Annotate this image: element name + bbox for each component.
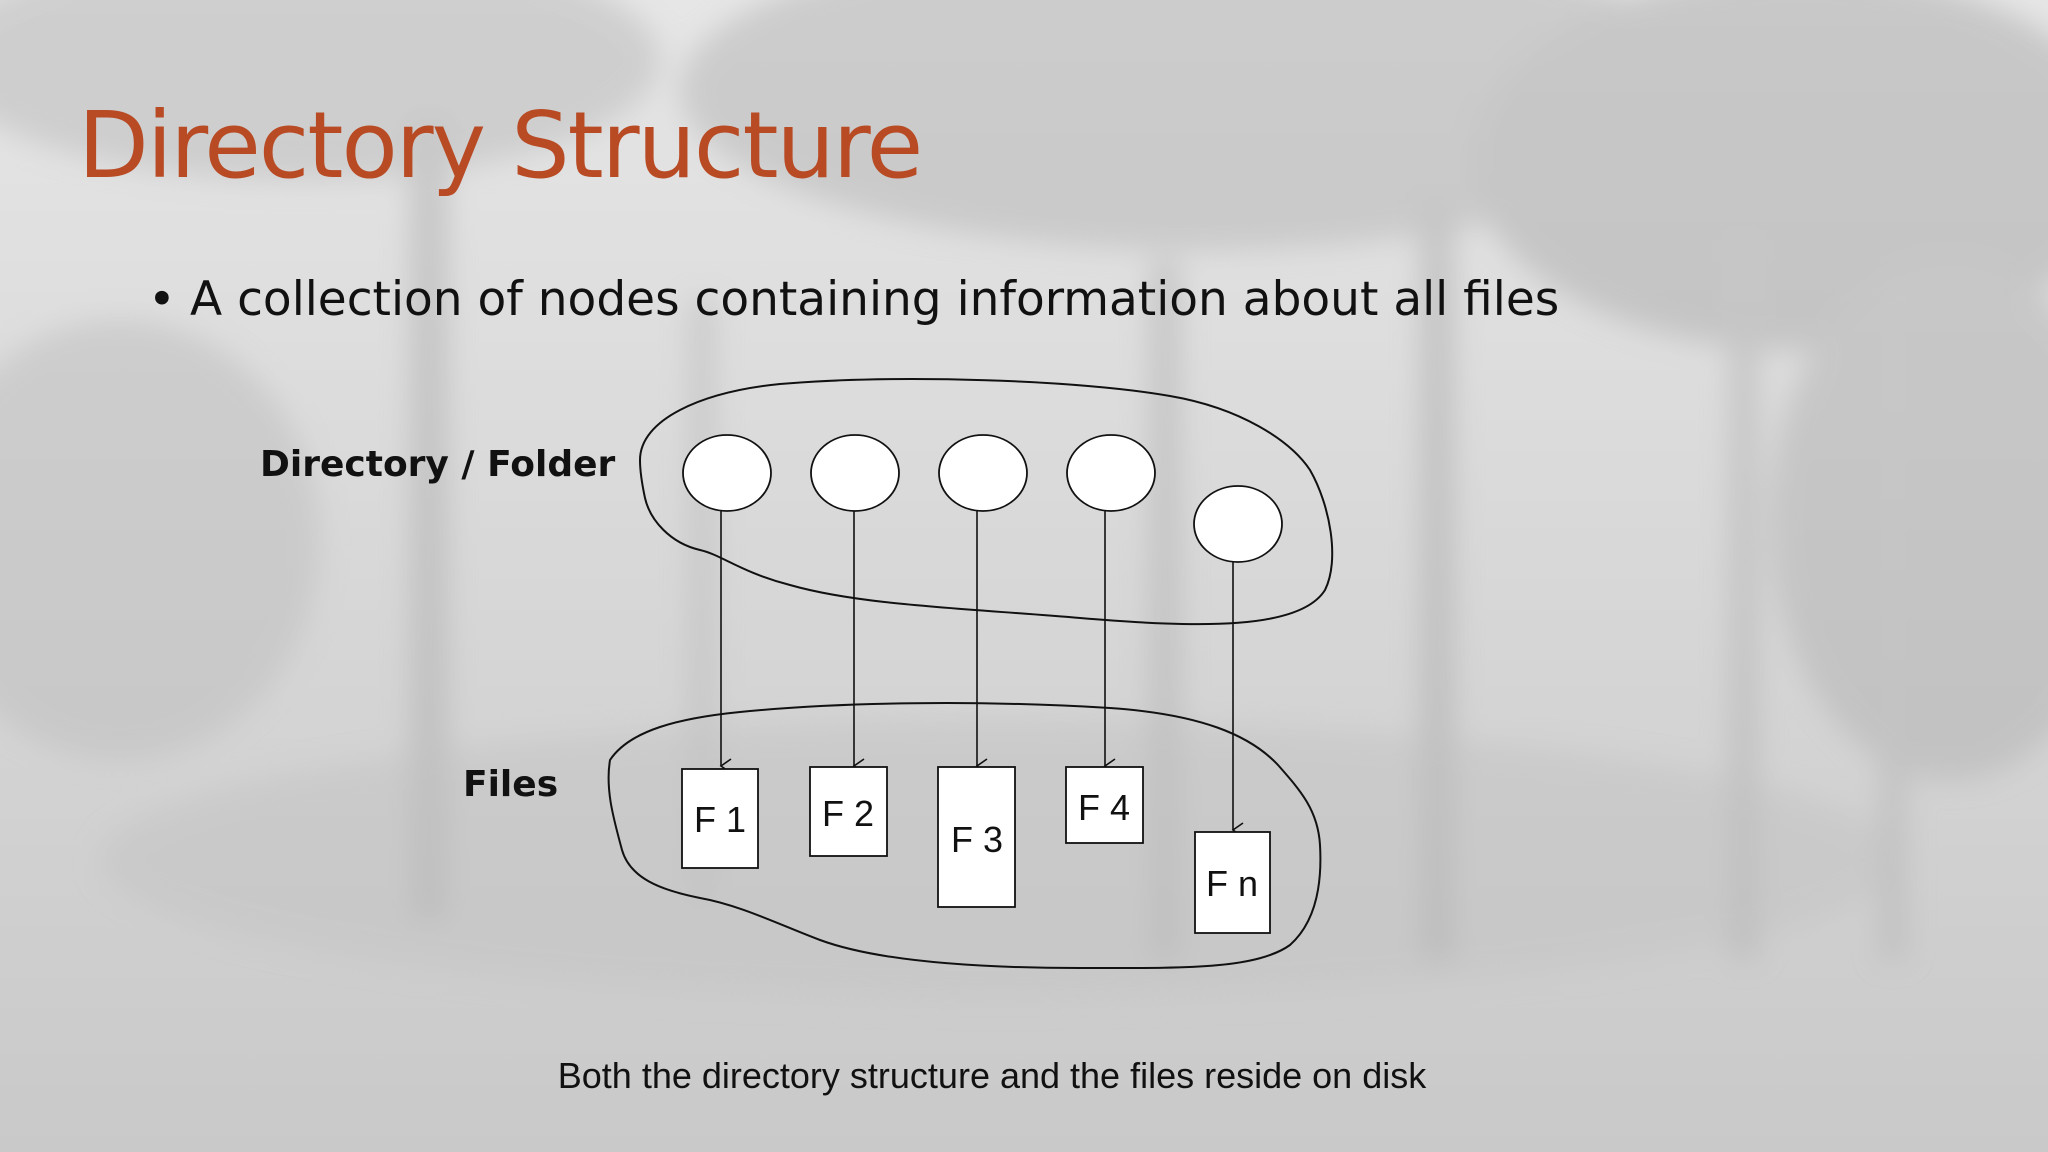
slide-title: Directory Structure [78,92,923,199]
file-label: F 3 [951,819,1003,860]
file-box [809,766,888,857]
footer-text: Both the directory structure and the fil… [557,1055,1427,1096]
file-label: F n [1206,863,1258,904]
file-box [681,768,759,869]
files-label: Files [463,764,559,805]
file-box [937,766,1016,908]
directory-node [682,434,772,512]
file-label: F 2 [822,793,874,834]
directory-node [810,434,900,512]
file-box [1194,831,1271,934]
directory-label: Directory / Folder [260,444,616,485]
file-label: F 1 [694,799,746,840]
directory-node [1066,434,1156,512]
directory-node [1193,485,1283,563]
file-label: F 4 [1078,787,1130,828]
footer-caption: Both the directory structure and the fil… [0,1055,2048,1097]
bullet-text: A collection of nodes containing informa… [190,272,1560,327]
bullet-symbol: • [148,272,176,327]
file-box [1065,766,1144,844]
bullet-item: • A collection of nodes containing inform… [148,272,1559,327]
files-group-outline [607,702,1322,970]
directory-group-outline [638,378,1334,626]
directory-node [938,434,1028,512]
